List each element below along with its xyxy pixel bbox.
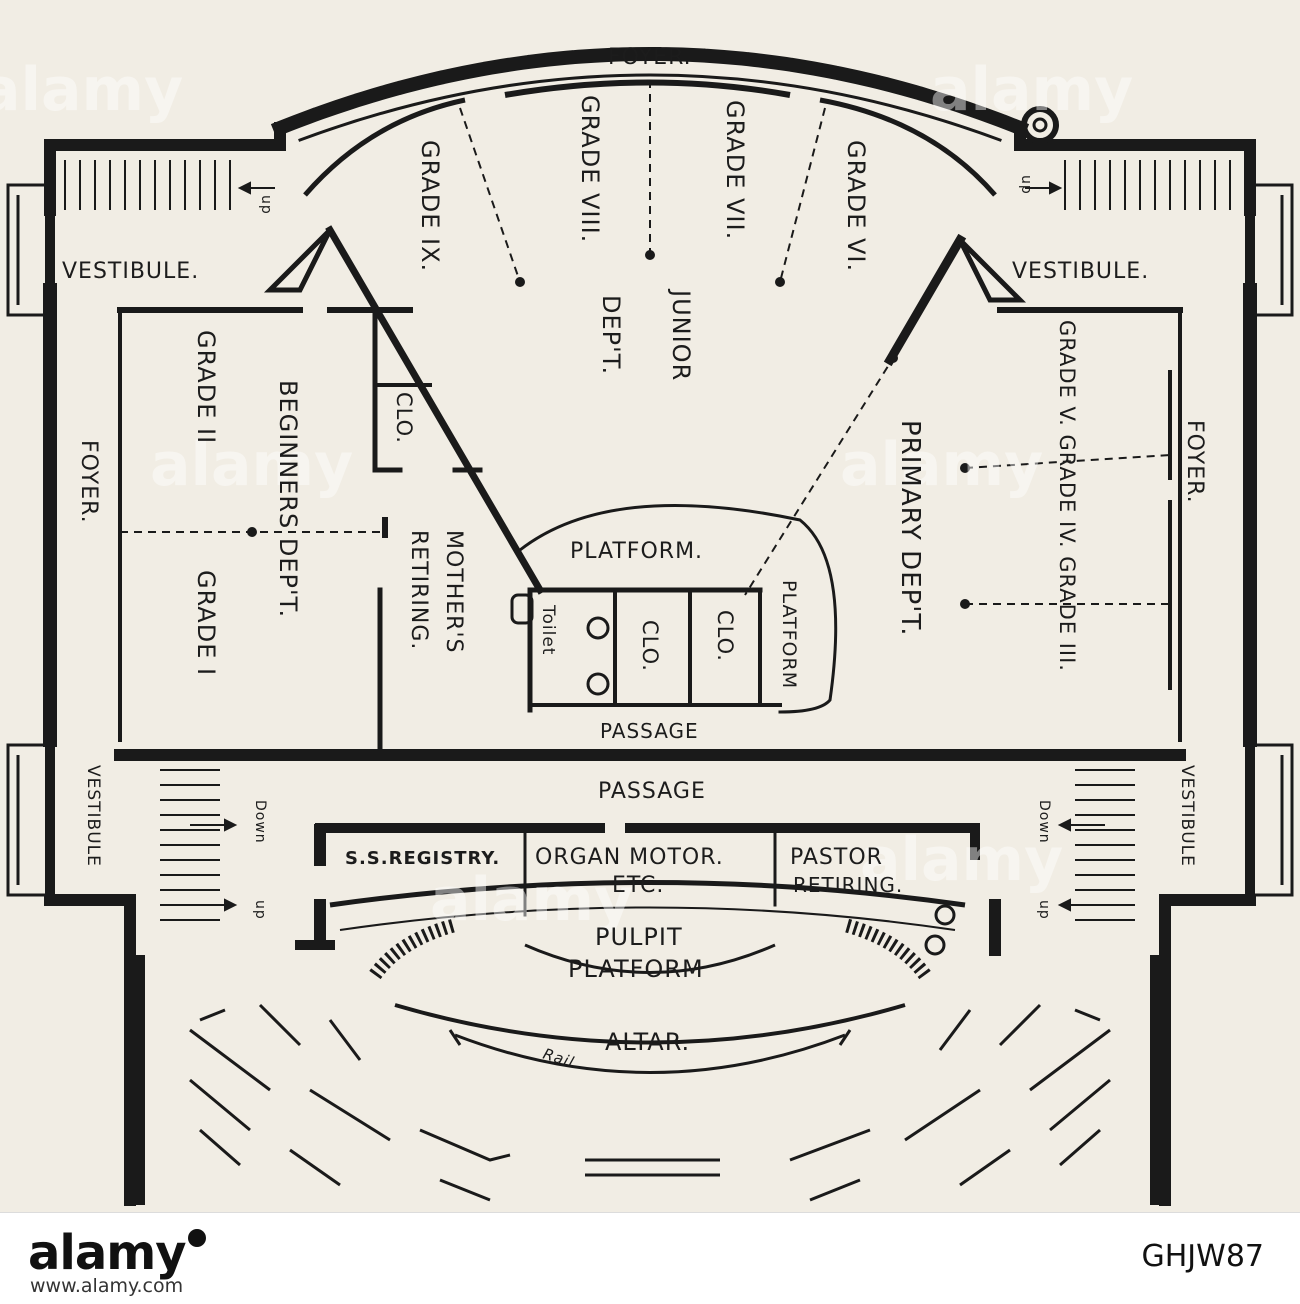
label-grade-2: GRADE II — [192, 330, 220, 444]
label-down-1: Down — [252, 800, 268, 844]
label-primary-dept: PRIMARY DEP'T. — [895, 420, 925, 637]
label-beginners-dept: BEGINNERS DEP'T. — [274, 380, 302, 618]
exterior-pilasters — [6, 183, 1294, 897]
label-grades-right: GRADE V. GRADE IV. GRADE III. — [1055, 320, 1079, 672]
label-up-1: up — [258, 195, 274, 215]
label-mothers-retiring: RETIRING. — [406, 530, 431, 650]
label-mothers: MOTHER'S — [441, 530, 466, 653]
label-foyer-top: FOYER. — [608, 45, 692, 70]
label-foyer-right: FOYER. — [1182, 420, 1207, 504]
label-passage-main: PASSAGE — [598, 779, 706, 804]
paper-background — [0, 0, 1300, 1212]
label-vestibule-lower-left: VESTIBULE — [83, 765, 103, 867]
label-pastor-retiring: RETIRING. — [793, 873, 903, 897]
label-organ-motor: ORGAN MOTOR. — [535, 845, 724, 870]
interior-walls — [114, 225, 1186, 956]
label-organ-etc: ETC. — [612, 873, 664, 898]
watermark-footer: alamy GHJW87 www.alamy.com — [0, 1212, 1300, 1304]
label-vestibule-right: VESTIBULE. — [1012, 259, 1149, 284]
curtain-lines — [120, 80, 1171, 605]
tower-circle — [1021, 106, 1059, 144]
label-down-2: Down — [1036, 800, 1052, 844]
label-up-2: up — [1018, 175, 1034, 195]
svg-text:alamy: alamy — [0, 55, 183, 125]
label-clo-mid: CLO. — [638, 620, 662, 672]
grade-dividers — [303, 79, 997, 197]
label-pulpit-platform: PLATFORM — [568, 955, 704, 983]
label-pulpit: PULPIT — [595, 923, 683, 951]
svg-text:alamy: alamy — [930, 55, 1133, 125]
label-platform-center: PLATFORM. — [570, 539, 703, 564]
stair-arrows — [190, 181, 1105, 912]
label-foyer-left: FOYER. — [76, 440, 101, 524]
label-up-4: up — [1036, 900, 1052, 920]
label-grade-1: GRADE I — [192, 570, 220, 676]
label-altar: ALTAR. — [605, 1028, 690, 1056]
label-pastor: PASTOR — [790, 845, 883, 870]
svg-text:alamy: alamy — [840, 430, 1043, 500]
brand-logo-mark-icon — [187, 1229, 206, 1247]
label-vestibule-left: VESTIBULE. — [62, 259, 199, 284]
window-partitions — [118, 370, 1172, 690]
curtain-posts — [247, 250, 970, 609]
room-labels: FOYER. VESTIBULE. VESTIBULE. GRADE IX. G… — [62, 45, 1207, 1072]
label-platform-side: PLATFORM — [778, 580, 800, 689]
pews — [189, 1003, 1111, 1202]
label-toilet: Toilet — [538, 604, 558, 655]
watermark: alamy alamy alamy alamy alamy alamy — [0, 55, 1133, 935]
toilet-fixtures — [510, 593, 956, 956]
svg-text:alamy: alamy — [860, 825, 1063, 895]
label-clo-left: CLO. — [392, 392, 416, 444]
brand-logo[interactable]: alamy — [28, 1225, 206, 1281]
label-up-3: up — [252, 900, 268, 920]
label-grade-9: GRADE IX. — [416, 140, 444, 272]
pulpit-stairs — [329, 880, 966, 1074]
label-grade-7: GRADE VII. — [721, 100, 749, 240]
label-vestibule-lower-right: VESTIBULE — [1177, 765, 1197, 867]
svg-text:alamy: alamy — [150, 430, 353, 500]
label-junior-dept: DEP'T. — [597, 295, 625, 375]
brand-logo-text: alamy — [28, 1225, 187, 1281]
label-ss-registry: S.S.REGISTRY. — [345, 848, 500, 869]
floor-plan-drawing: alamy alamy alamy alamy alamy alamy FOYE… — [0, 0, 1300, 1212]
label-junior: JUNIOR — [667, 288, 695, 381]
label-clo-right: CLO. — [713, 610, 737, 662]
label-grade-8: GRADE VIII. — [576, 95, 604, 243]
image-id: GHJW87 — [1141, 1239, 1265, 1274]
label-passage-upper: PASSAGE — [600, 719, 699, 743]
brand-url[interactable]: www.alamy.com — [30, 1275, 184, 1297]
label-grade-6: GRADE VI. — [842, 140, 870, 272]
svg-text:alamy: alamy — [430, 865, 633, 935]
